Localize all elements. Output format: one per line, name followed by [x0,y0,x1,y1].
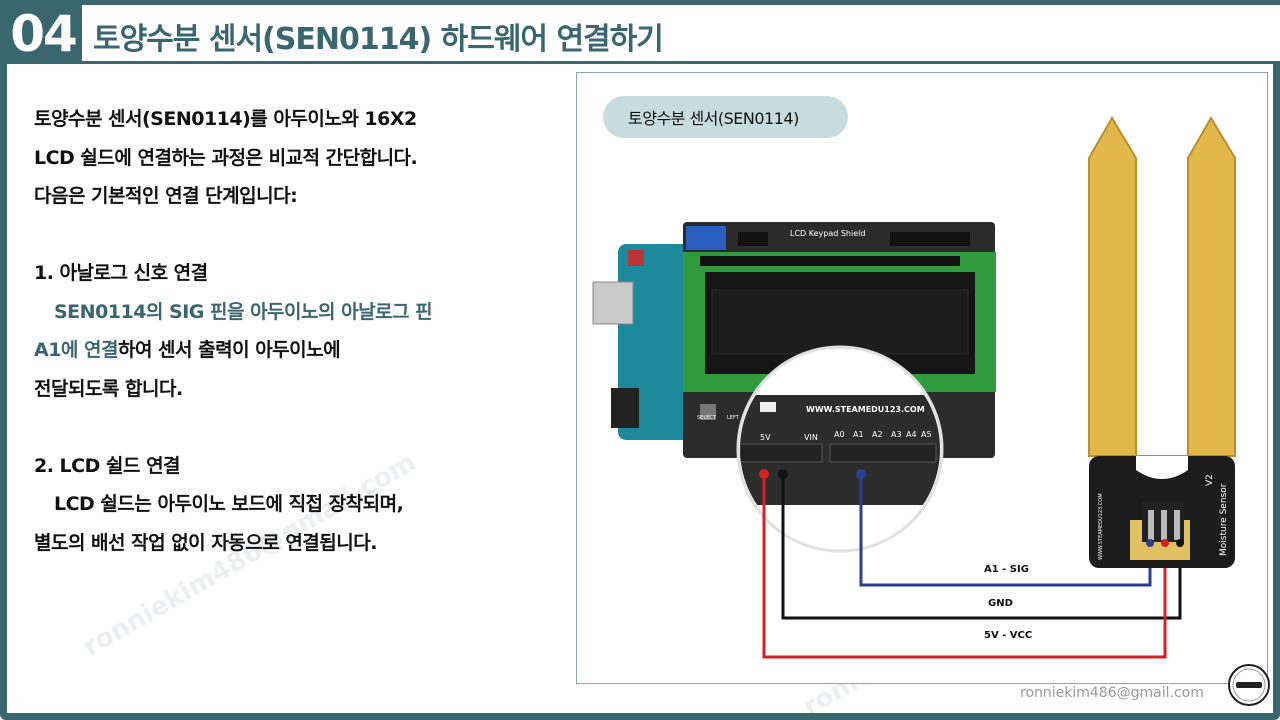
step2-line1: LCD 쉴드는 아두이노 보드에 직접 장착되며, [54,493,404,515]
footer-email: ronniekim486@gmail.com [1020,685,1204,701]
analog-pin-label: A4 [906,430,917,439]
pin-a1-dot [856,469,866,479]
sensor-pill [603,96,848,138]
analog-pin-label: A2 [872,430,883,439]
step1-highlight-text: A1에 연결 [34,339,118,361]
website-label: WWW.STEAMEDU123.COM [806,405,925,414]
page-title: 토양수분 센서(SEN0114) 하드웨어 연결하기 [93,22,664,57]
analog-pin-label: A3 [891,430,902,439]
logo-icon [1228,664,1270,706]
wire-gnd-label: GND [988,598,1013,609]
shield-label: LCD Keypad Shield [790,229,865,238]
step2-heading: 2. LCD 쉴드 연결 [34,454,181,477]
sensor-pill-label: 토양수분 센서(SEN0114) [628,109,799,128]
wire-sig-label: A1 - SIG [984,564,1029,575]
pin-gnd-dot [778,469,788,479]
analog-pin-label: A5 [921,430,932,439]
section-number: 04 [10,5,78,63]
analog-pin-label: A1 [853,430,864,439]
analog-pin-label: A0 [834,430,845,439]
intro-line: LCD 쉴드에 연결하는 과정은 비교적 간단합니다. [34,146,418,169]
step1-line2: A1에 연결하여 센서 출력이 아두이노에 [34,331,554,370]
wire-gnd [781,474,1182,620]
sensor-version-label: V2 [1205,474,1215,486]
body-text: 토양수분 센서(SEN0114)를 아두이노와 16X2 LCD 쉴드에 연결하… [34,100,554,562]
sensor-name-label: Moisture Sensor [1219,483,1229,556]
intro-line: 토양수분 센서(SEN0114)를 아두이노와 16X2 [34,108,417,130]
magnifier-lens [736,345,944,553]
sensor-site-label: WWW.STEAMEDU123.COM [1098,493,1104,560]
button-label: LEFT [727,415,740,421]
step1-line3: 전달되도록 합니다. [34,377,183,400]
title-background [82,5,1280,64]
pin-vin-label: VIN [804,433,818,442]
moisture-sensor [1088,116,1236,568]
wire-vcc [762,474,1167,659]
pin-5v-dot [759,469,769,479]
step1-rest-text: 하여 센서 출력이 아두이노에 [117,339,341,361]
wire-vcc-label: 5V - VCC [984,630,1032,641]
pin-5v-label: 5V [760,433,771,442]
intro-line: 다음은 기본적인 연결 단계입니다: [34,185,298,207]
step1-highlight-line: SEN0114의 SIG 핀을 아두이노의 아날로그 핀 [54,300,433,323]
step2-line2: 별도의 배선 작업 없이 자동으로 연결됩니다. [34,531,377,554]
step1-heading: 1. 아날로그 신호 연결 [34,262,208,284]
button-label: SELECT [697,415,717,421]
